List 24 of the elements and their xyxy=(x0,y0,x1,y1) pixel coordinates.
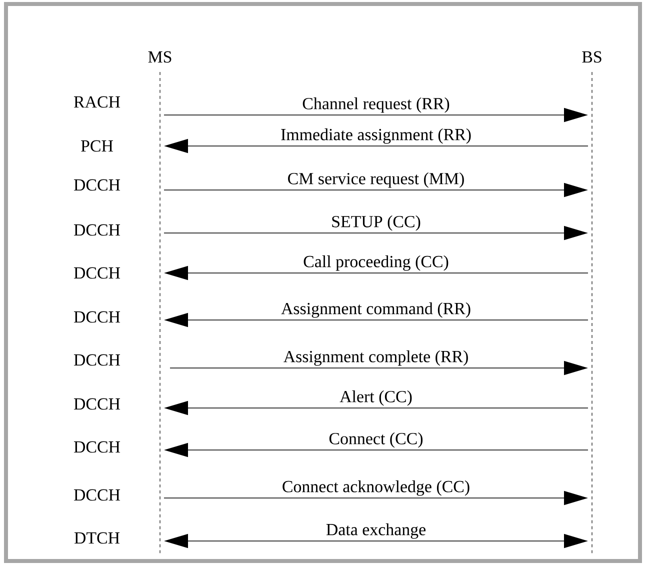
channel-label: DTCH xyxy=(74,532,120,544)
message-label: Channel request (RR) xyxy=(302,97,450,113)
channel-label: DCCH xyxy=(74,224,120,236)
message-label: Assignment complete (RR) xyxy=(284,350,468,366)
channel-label: DCCH xyxy=(74,354,120,366)
channel-label: PCH xyxy=(81,140,113,152)
message-label: SETUP (CC) xyxy=(332,215,420,231)
channel-label: DCCH xyxy=(74,441,120,453)
message-label: Assignment command (RR) xyxy=(281,302,470,318)
channel-label: DCCH xyxy=(74,311,120,323)
message-label: Connect (CC) xyxy=(329,432,423,448)
lifeline: BS xyxy=(582,51,602,556)
message-label: Call proceeding (CC) xyxy=(304,255,448,271)
message-label: CM service request (MM) xyxy=(288,172,464,188)
channel-label: DCCH xyxy=(74,398,120,410)
message-label: Data exchange xyxy=(326,523,426,539)
channel-label: DCCH xyxy=(74,489,120,501)
message-label: Connect acknowledge (CC) xyxy=(282,480,470,496)
channel-label: RACH xyxy=(74,96,120,108)
message-label: Alert (CC) xyxy=(340,390,412,406)
channel-label: DCCH xyxy=(74,267,120,279)
channel-label: DCCH xyxy=(74,179,120,191)
lifeline: MS xyxy=(148,51,172,556)
message-label: Immediate assignment (RR) xyxy=(281,128,471,144)
